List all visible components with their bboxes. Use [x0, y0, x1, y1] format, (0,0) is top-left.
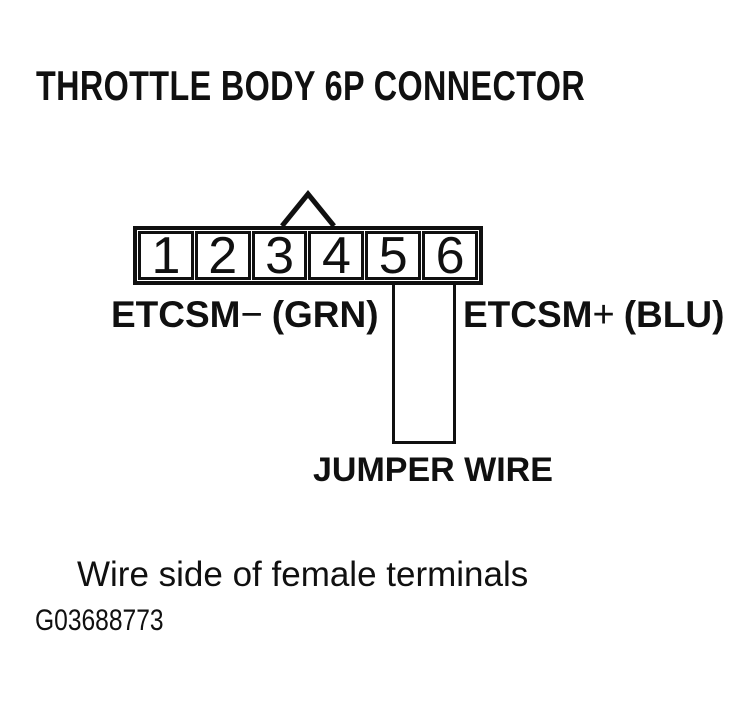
jumper-wire-label: JUMPER WIRE [313, 451, 553, 489]
wire-color-left: (GRN) [271, 294, 379, 335]
signal-name-left: ETCSM [111, 294, 241, 335]
connector-notch-icon [280, 190, 336, 228]
jumper-wire-loop [392, 285, 456, 444]
terminal-view-caption: Wire side of female terminals [77, 555, 529, 594]
pin-cell-6: 6 [422, 230, 478, 282]
pin-cell-4: 4 [308, 230, 365, 282]
page-title: THROTTLE BODY 6P CONNECTOR [36, 62, 586, 109]
plus-sign: + [592, 294, 615, 336]
signal-name-right: ETCSM [463, 294, 593, 335]
pin-cell-1: 1 [138, 230, 194, 282]
throttle-body-6p-connector: 1 2 3 4 5 6 [133, 226, 483, 285]
pin-label-etcsm-minus: ETCSM−(GRN) [111, 294, 379, 337]
pin-cell-2: 2 [194, 230, 251, 282]
pin-cell-5: 5 [365, 230, 422, 282]
pin-label-etcsm-plus: ETCSM+(BLU) [463, 294, 724, 337]
pin-cell-3: 3 [251, 230, 308, 282]
figure-id: G03688773 [35, 604, 164, 637]
wire-color-right: (BLU) [623, 294, 725, 335]
minus-sign: − [240, 294, 263, 336]
